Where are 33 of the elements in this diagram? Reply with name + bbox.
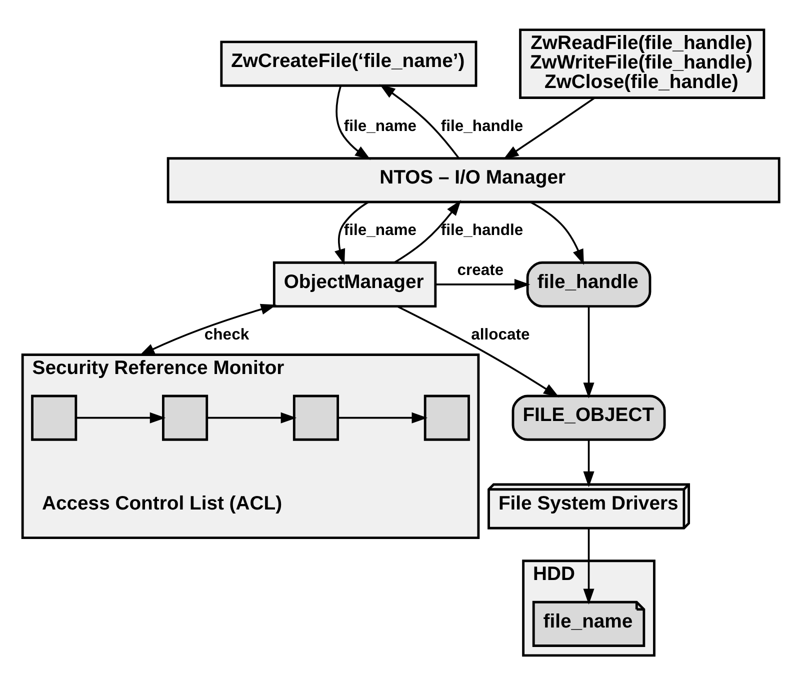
edge-label: file_name	[344, 222, 417, 239]
edge-label: file_handle	[440, 117, 524, 134]
arrow	[338, 412, 428, 423]
arrow	[583, 528, 594, 604]
edge-label: file_handle	[440, 222, 524, 239]
arrow	[207, 412, 297, 423]
arrow	[583, 439, 594, 487]
edge-label: check	[204, 326, 250, 343]
arrow	[336, 85, 371, 160]
node-box: NTOS – I/O Manager	[166, 156, 780, 203]
arrow	[76, 412, 166, 423]
edge-label: create	[457, 262, 504, 279]
node-box: ObjectManager	[272, 260, 437, 307]
arrow	[397, 305, 560, 397]
arrow	[380, 84, 460, 158]
node-box	[424, 394, 470, 440]
arrow	[394, 199, 462, 263]
arrow	[334, 200, 369, 264]
arrow	[583, 306, 594, 398]
cluster: Security Reference Monitor Access Control List (ACL)	[21, 353, 480, 539]
node-box	[31, 394, 78, 440]
node-box	[292, 394, 340, 440]
node-box: FILE_OBJECT	[512, 394, 666, 440]
node-box: ZwCreateFile(‘file_name’)	[220, 40, 478, 86]
node-box: file_handle	[526, 260, 652, 307]
edge-label: file_name	[344, 117, 417, 134]
arrow	[503, 96, 595, 160]
arrow	[530, 200, 584, 265]
node-box	[162, 394, 208, 440]
arrow	[138, 303, 277, 356]
arrow	[436, 278, 530, 290]
node-box: ZwReadFile(file_handle) ZwWriteFile(file_handle) ZwClose(file_handle)	[519, 28, 766, 98]
edge-label: allocate	[471, 326, 530, 343]
